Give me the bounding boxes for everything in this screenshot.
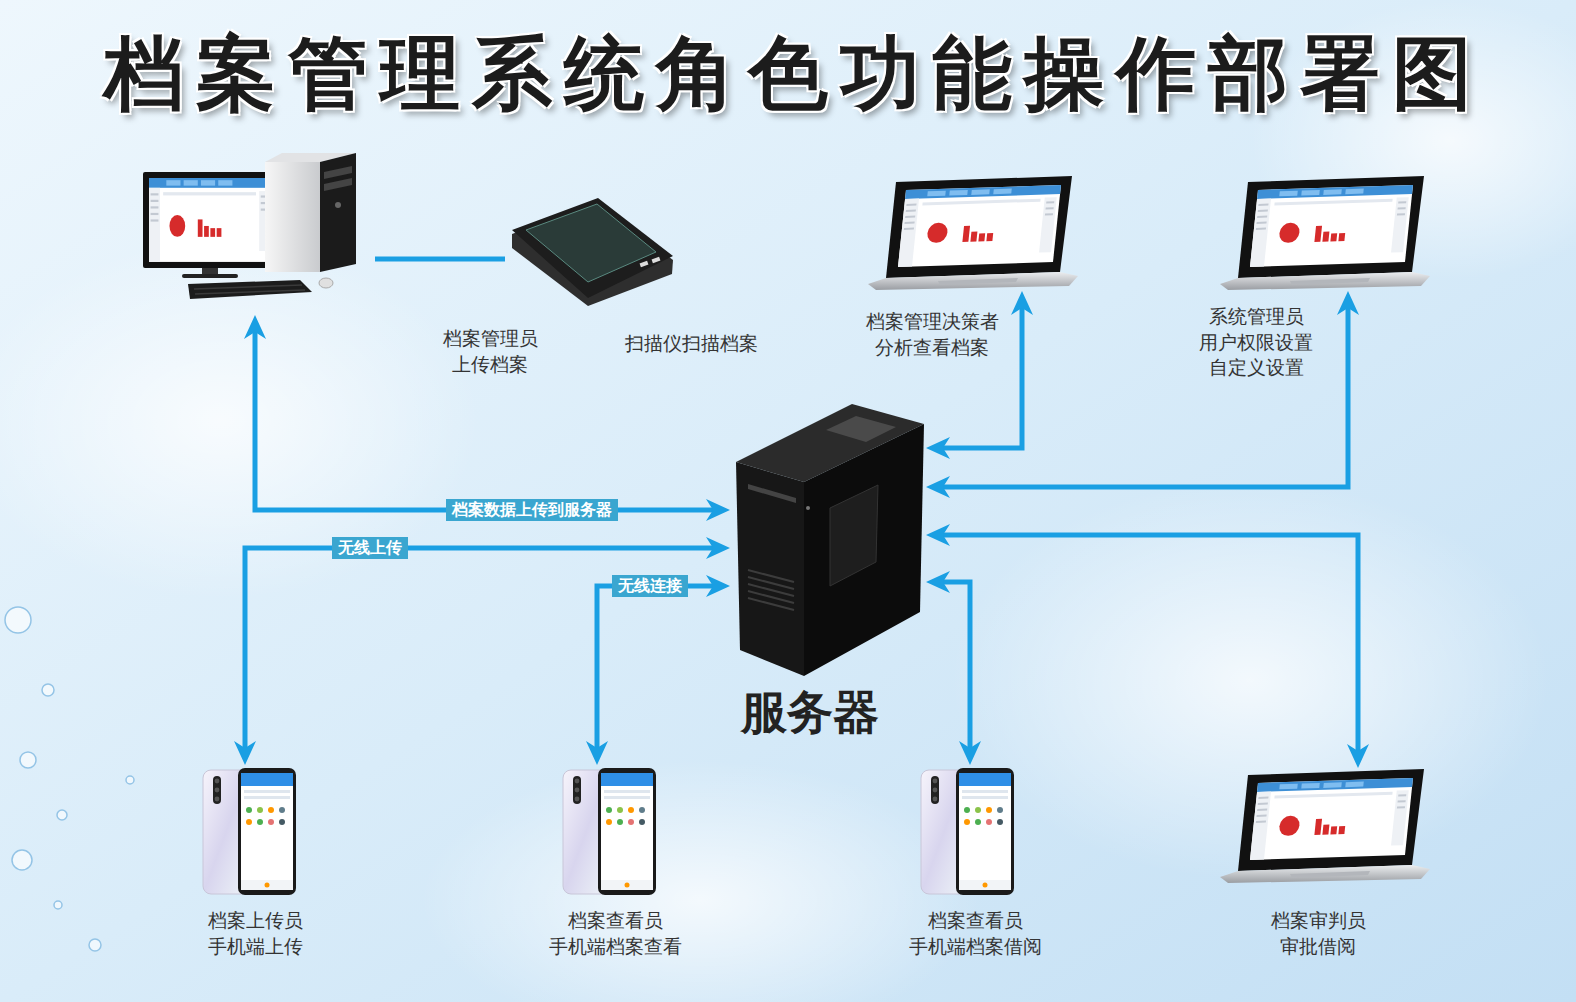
phones-part xyxy=(203,768,296,895)
server-tower-part xyxy=(806,506,810,510)
water-droplets-part xyxy=(12,850,32,870)
server-tower-part-part xyxy=(748,591,794,603)
node-caption: 档案查看员 手机端档案借阅 xyxy=(909,908,1042,959)
node-caption: 档案管理决策者 分析查看档案 xyxy=(866,309,999,360)
computer-node: 档案管理员 上传档案 xyxy=(140,150,375,315)
laptops-part xyxy=(868,176,1078,290)
server-tower-part-part xyxy=(748,598,794,610)
desktop-computer-part xyxy=(194,285,302,289)
edge-label: 档案数据上传到服务器 xyxy=(446,499,618,521)
water-droplets-part xyxy=(57,810,67,820)
desktop-computer-part xyxy=(324,166,352,179)
connector-group xyxy=(245,259,1358,760)
water-droplets-part xyxy=(20,752,36,768)
node-caption: 档案管理员 上传档案 xyxy=(443,326,538,377)
desktop-computer-part xyxy=(195,290,305,294)
water-droplets-part xyxy=(89,939,101,951)
edge-label: 无线上传 xyxy=(332,537,408,559)
server-tower-part xyxy=(826,416,896,442)
phone-node: 档案上传员 手机端上传 xyxy=(200,765,300,897)
phones xyxy=(203,768,1014,895)
phone-node: 档案查看员 手机端档案借阅 xyxy=(918,765,1018,897)
water-droplets-part xyxy=(5,607,31,633)
desktop-computer-part xyxy=(324,178,352,191)
server-tower-part xyxy=(804,424,924,676)
phone-node: 档案查看员 手机端档案查看 xyxy=(560,765,660,897)
desktop-computer-part xyxy=(335,202,341,208)
water-droplets-part xyxy=(126,776,134,784)
phones-part xyxy=(921,768,1014,895)
desktop-computer-part xyxy=(265,162,320,272)
desktop-computer-part xyxy=(188,280,312,299)
diagram-title: 档案管理系统角色功能操作部署图 xyxy=(0,34,1576,114)
node-caption: 档案上传员 手机端上传 xyxy=(208,908,303,959)
node-caption: 档案审判员 审批借阅 xyxy=(1271,908,1366,959)
server-tower-part xyxy=(736,462,804,676)
water-droplets xyxy=(5,607,134,951)
connector xyxy=(245,548,722,757)
server-tower-part-part xyxy=(748,570,794,582)
node-caption: 档案查看员 手机端档案查看 xyxy=(549,908,682,959)
server-tower-part xyxy=(748,570,794,610)
laptops-part xyxy=(1220,176,1430,290)
laptop-node: 档案审判员 审批借阅 xyxy=(1220,768,1430,884)
scanner-part xyxy=(652,257,661,263)
scanner-part xyxy=(512,198,673,298)
laptops-part xyxy=(1220,769,1430,883)
desktop-computer-part xyxy=(182,274,238,278)
node-caption: 扫描仪扫描档案 xyxy=(625,331,758,357)
soft-light-part xyxy=(420,760,980,1002)
desktop-computer-part xyxy=(320,153,356,272)
water-droplets-part xyxy=(54,901,62,909)
server-tower xyxy=(736,404,924,676)
desktop-computer-part-part xyxy=(149,178,271,262)
server-tower-part xyxy=(748,484,796,503)
laptop-node: 档案管理决策者 分析查看档案 xyxy=(868,175,1080,291)
scanner-node: 扫描仪扫描档案 xyxy=(505,193,677,306)
connector xyxy=(375,257,505,262)
phones-part xyxy=(563,768,656,895)
desktop-computer xyxy=(143,153,356,299)
scanner-part xyxy=(640,261,649,267)
water-droplets-part xyxy=(42,684,54,696)
desktop-computer-part xyxy=(319,278,333,288)
desktop-computer-part xyxy=(149,178,271,262)
laptop-node: 系统管理员 用户权限设置 自定义设置 xyxy=(1220,175,1430,291)
edge-label: 无线连接 xyxy=(612,575,688,597)
server-tower-part-part xyxy=(748,584,794,596)
server-tower-part-part xyxy=(748,577,794,589)
desktop-computer-part xyxy=(143,172,277,268)
connector xyxy=(934,535,1358,760)
server-tower-part xyxy=(830,485,878,586)
connector xyxy=(934,582,970,757)
scanner xyxy=(512,198,673,306)
server-node: 服务器 xyxy=(730,400,926,678)
connector xyxy=(597,586,722,757)
node-caption: 系统管理员 用户权限设置 自定义设置 xyxy=(1199,304,1313,381)
scanner-part xyxy=(526,204,656,282)
desktop-computer-part xyxy=(202,268,218,275)
node-caption: 服务器 xyxy=(741,681,879,743)
